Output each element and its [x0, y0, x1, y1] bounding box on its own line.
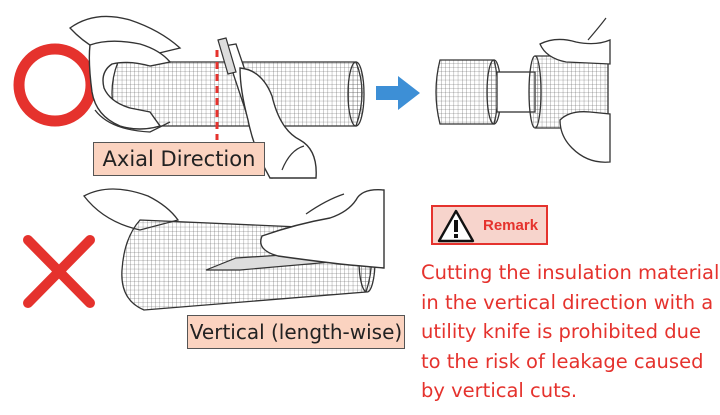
- warning-triangle-icon: [437, 209, 475, 243]
- warning-line: by vertical cuts.: [421, 379, 578, 402]
- warning-line: to the risk of leakage caused: [421, 349, 704, 373]
- warning-line: Cutting the insulation material: [421, 261, 720, 284]
- separated-tube-illustration: [435, 17, 611, 163]
- warning-text: Cutting the insulation material in the v…: [421, 258, 720, 406]
- remark-title: Remark: [483, 217, 539, 234]
- vertical-direction-label: Vertical (length-wise): [187, 315, 405, 349]
- warning-line: in the vertical direction with a: [421, 290, 714, 314]
- circle-correct-icon: [13, 43, 97, 127]
- cross-wrong-icon: [23, 235, 95, 308]
- remark-badge: Remark: [431, 205, 548, 245]
- vertical-cut-illustration: [83, 188, 385, 311]
- warning-line: utility knife is prohibited due: [421, 320, 701, 343]
- axial-direction-label: Axial Direction: [93, 142, 265, 176]
- arrow-right-icon: [376, 76, 420, 110]
